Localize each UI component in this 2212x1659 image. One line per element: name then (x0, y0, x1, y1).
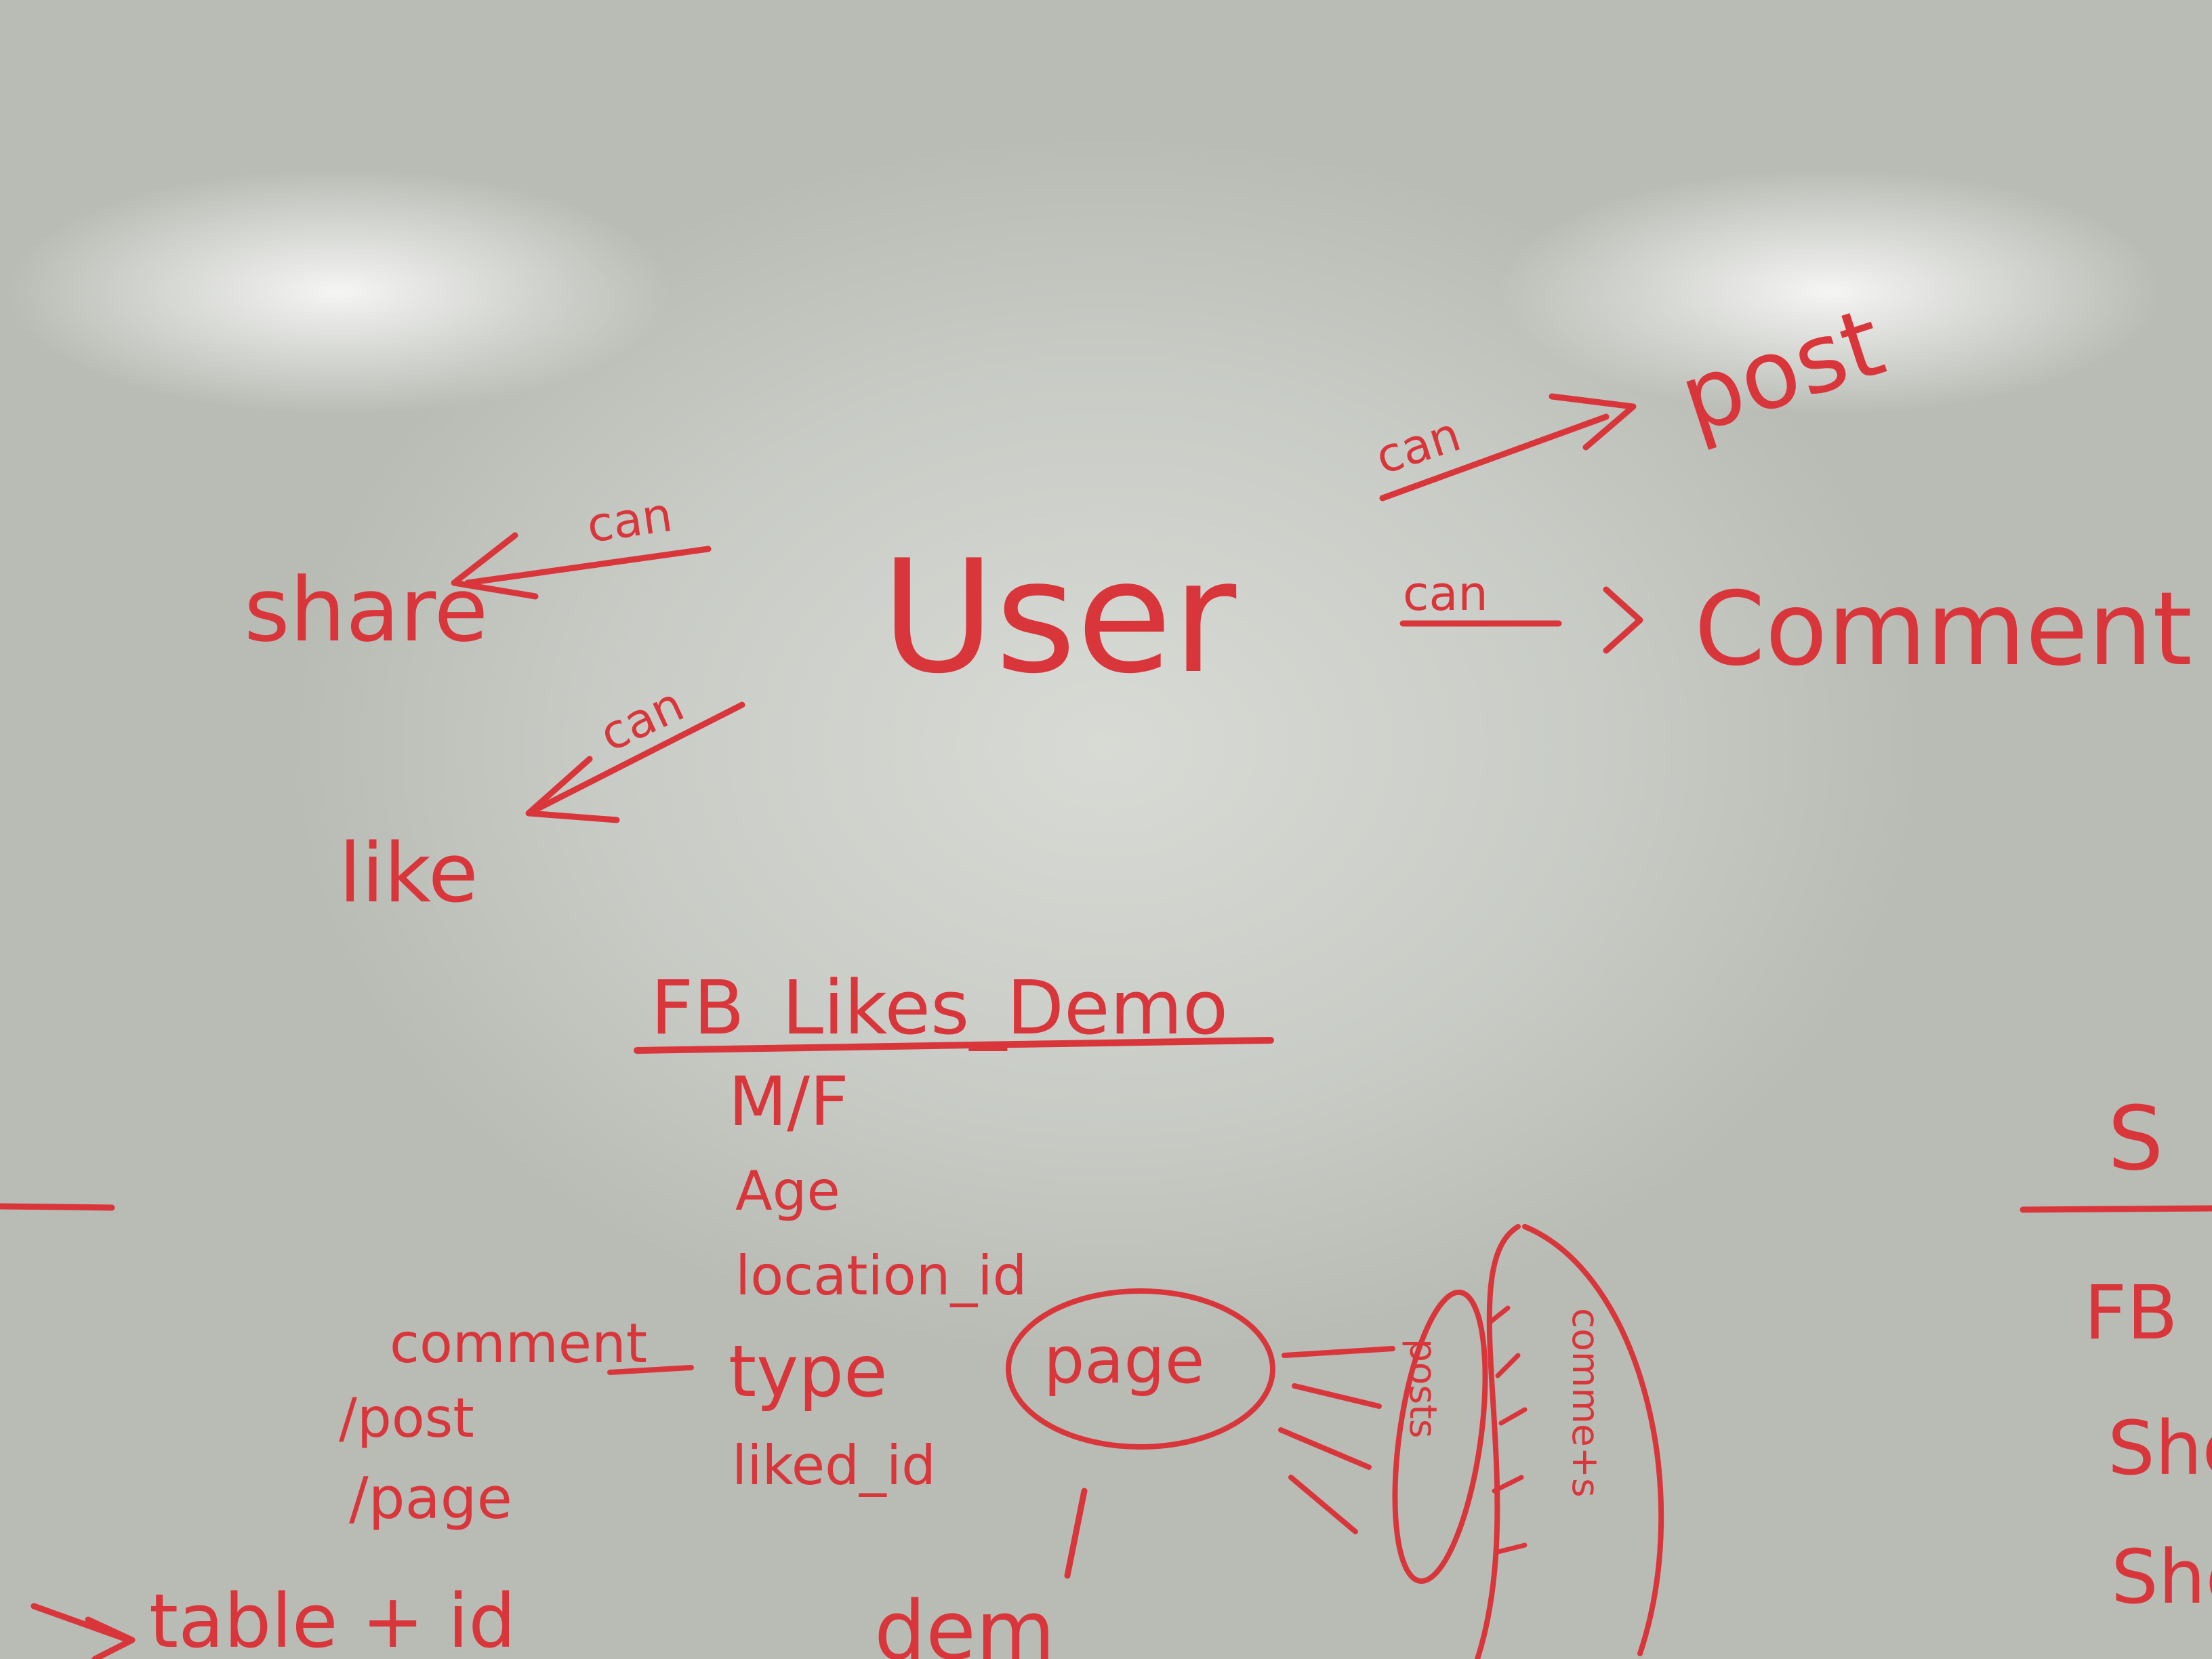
share-node: share (244, 558, 488, 661)
bottom-note: table + id (149, 1578, 516, 1659)
post-node: post (1667, 287, 1896, 455)
right-partial-line-3: Sho (2111, 1534, 2212, 1620)
field-location-id: location_id (735, 1244, 1027, 1307)
field-age: Age (735, 1160, 840, 1223)
edge-label-can-share: can (583, 487, 676, 554)
type-value-comment: comment (390, 1312, 647, 1375)
table-title-underline (634, 1037, 1274, 1054)
bottom-vertical-stroke (1064, 1488, 1088, 1579)
posts-label: posts (1401, 1338, 1445, 1438)
arrow-to-post (1379, 413, 1610, 501)
right-partial-heading: S (2108, 1087, 2164, 1190)
link-marks (1488, 1305, 1528, 1555)
bottom-arrow-head (85, 1616, 136, 1659)
posts-ellipse (1392, 1289, 1488, 1584)
edge-label-can-comment: can (1403, 566, 1488, 621)
page-ellipse (1006, 1288, 1275, 1450)
bottom-partial: dem (874, 1584, 1055, 1659)
arrow-to-share (464, 546, 712, 586)
user-node: User (881, 527, 1237, 708)
table-title: FB_Likes_Demo (651, 964, 1228, 1051)
field-type: type (729, 1330, 888, 1413)
left-edge-line (0, 1203, 115, 1211)
comments-ellipse (1475, 1224, 1664, 1659)
arrow-head-like (525, 756, 620, 823)
right-partial-underline (2020, 1205, 2212, 1213)
like-node: like (339, 827, 478, 921)
page-node: page (1044, 1324, 1204, 1398)
field-liked-id: liked_id (732, 1434, 936, 1497)
arrow-head-post (1549, 393, 1637, 451)
comments-label: comme+s (1564, 1308, 1607, 1498)
type-value-post: /post (339, 1387, 474, 1450)
arrow-to-like (532, 701, 745, 813)
type-value-page: /page (349, 1465, 512, 1532)
page-lines (1278, 1346, 1395, 1534)
arrow-head-share (451, 532, 539, 600)
right-partial-line-2: Sho (2108, 1405, 2212, 1492)
edge-label-can-like: can (592, 676, 693, 762)
field-gender: M/F (729, 1062, 849, 1141)
comment-node: Comment (1694, 571, 2192, 689)
right-partial-line-1: FB (2084, 1269, 2178, 1356)
type-connector (607, 1365, 694, 1375)
arrow-head-comment (1603, 586, 1643, 654)
